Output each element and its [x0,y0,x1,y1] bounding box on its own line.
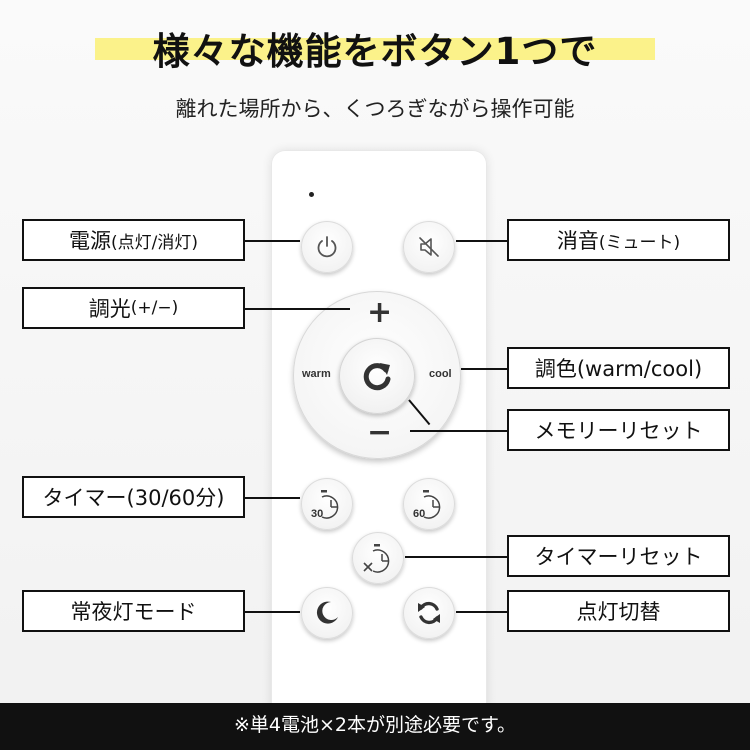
callout-dimming-sub: (+/−) [130,298,179,318]
cycle-icon [418,601,440,625]
callout-mute: 消音(ミュート) [507,219,730,261]
leader-power [244,240,300,242]
leader-night [244,611,300,613]
timer-reset-button[interactable] [352,532,404,584]
timer-30-button[interactable]: 30 [301,478,353,530]
callout-color-text: 調色(warm/cool) [534,357,703,381]
leader-dimming [244,308,350,310]
leader-color [461,368,508,370]
callout-timer-reset-text: タイマーリセット [534,545,703,569]
power-button[interactable] [301,221,353,273]
timer-60-icon: 60 [413,490,441,520]
title-highlight [95,38,655,60]
callout-mute-main: 消音 [556,229,599,253]
page-title-text: 様々な機能をボタン1つで [152,30,598,73]
callout-light-switch: 点灯切替 [507,590,730,632]
callout-night-mode-text: 常夜灯モード [70,600,197,624]
callout-timer: タイマー(30/60分) [22,476,245,518]
callout-power-sub: (点灯/消灯) [111,232,198,253]
timer-60-button[interactable]: 60 [403,478,455,530]
timer-30-icon: 30 [311,490,339,520]
page-subtitle: 離れた場所から、くつろぎながら操作可能 [175,97,575,121]
callout-timer-reset: タイマーリセット [507,535,730,577]
callout-memory-reset-text: メモリーリセット [534,419,703,443]
status-led [309,192,314,197]
night-light-button[interactable] [301,587,353,639]
timer-cancel-icon [363,544,390,573]
callout-power: 電源(点灯/消灯) [22,219,245,261]
callout-dimming: 調光(+/−) [22,287,245,329]
callout-memory-reset: メモリーリセット [507,409,730,451]
leader-memory [410,430,508,432]
refresh-icon [363,363,391,391]
light-switch-button[interactable] [403,587,455,639]
moon-icon [316,601,338,624]
brightness-up-button[interactable]: + [367,295,393,330]
mute-button[interactable] [403,221,455,273]
brightness-down-button[interactable]: − [367,415,393,450]
callout-power-main: 電源 [69,229,111,253]
callout-color: 調色(warm/cool) [507,347,730,389]
power-icon [317,236,337,258]
callout-dimming-main: 調光 [88,297,131,321]
leader-timer [244,497,300,499]
callout-light-switch-text: 点灯切替 [576,600,661,624]
footer-note: ※単4電池×2本が別途必要です。 [0,703,750,750]
callout-timer-text: タイマー(30/60分) [42,486,225,510]
warm-button[interactable]: warm [302,368,331,380]
leader-switch [456,611,508,613]
memory-reset-button[interactable] [339,338,415,414]
page-title: 様々な機能をボタン1つで [0,24,750,84]
callout-night-mode: 常夜灯モード [22,590,245,632]
timer-60-digits: 60 [413,508,425,520]
leader-mute [456,240,508,242]
cool-button[interactable]: cool [429,368,452,380]
callout-mute-sub: (ミュート) [598,232,681,253]
speaker-mute-icon [419,237,439,257]
timer-30-digits: 30 [311,508,323,520]
leader-timer-reset [405,556,508,558]
